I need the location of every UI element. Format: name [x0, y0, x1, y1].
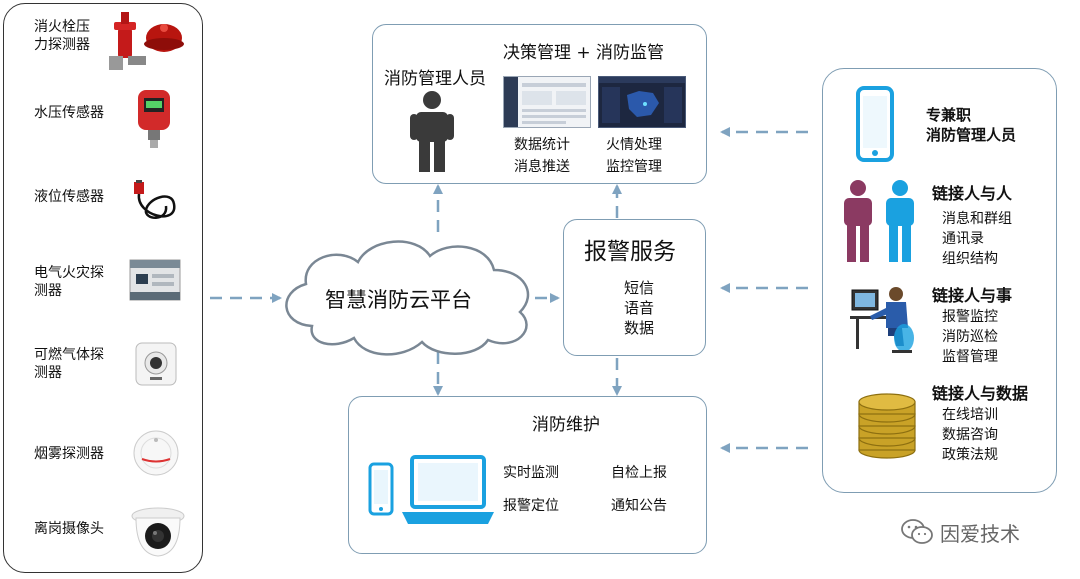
level-sensor-icon	[134, 180, 176, 219]
maintenance-item-realtime: 实时监测	[503, 465, 559, 481]
group-people-item-1: 消息和群组	[942, 211, 1012, 227]
maintenance-item-locate: 报警定位	[503, 498, 559, 514]
management-item-statistics: 数据统计	[514, 137, 570, 153]
device-label-gas: 可燃气体探测器	[34, 347, 104, 381]
management-item-fire-handling: 火情处理	[606, 137, 662, 153]
watermark-text: 因爱技术	[940, 522, 1020, 546]
management-item-push: 消息推送	[514, 159, 570, 175]
group-title-data: 链接人与数据	[932, 384, 1029, 403]
manager-label: 消防管理人员	[384, 69, 486, 89]
device-label-smoke: 烟雾探测器	[34, 446, 104, 462]
device-label-electrical-fire: 电气火灾探测器	[34, 265, 104, 299]
dome-camera-icon	[131, 507, 185, 557]
electrical-fire-detector-icon	[129, 259, 181, 301]
group-matters-item-2: 消防巡检	[942, 329, 998, 345]
management-item-monitoring: 监控管理	[606, 159, 662, 175]
staff-label-line2: 消防管理人员	[926, 126, 1017, 144]
hydrant-pressure-sensor-icon	[109, 12, 184, 70]
staff-label-line1: 专兼职	[926, 106, 972, 124]
person-at-computer-icon	[850, 287, 914, 353]
device-label-hydrant: 消火栓压力探测器	[34, 19, 90, 53]
gas-detector-icon	[135, 342, 177, 386]
maintenance-title: 消防维护	[532, 415, 600, 435]
maintenance-item-selfcheck: 自检上报	[611, 465, 667, 481]
smoke-detector-icon	[133, 430, 179, 476]
group-people-item-2: 通讯录	[942, 231, 984, 247]
group-data-item-1: 在线培训	[942, 407, 998, 423]
statistics-screenshot-thumb	[503, 76, 591, 128]
alarm-item-data: 数据	[624, 319, 655, 337]
group-matters-item-1: 报警监控	[942, 309, 998, 325]
group-data-item-3: 政策法规	[942, 447, 998, 463]
coin-stack-icon	[858, 393, 916, 459]
group-title-people: 链接人与人	[932, 184, 1013, 203]
water-pressure-sensor-icon	[138, 90, 170, 148]
alarm-service-box	[563, 219, 706, 356]
management-title: 决策管理 + 消防监管	[503, 43, 665, 63]
device-label-water-pressure: 水压传感器	[34, 105, 104, 121]
group-matters-item-3: 监督管理	[942, 349, 998, 365]
monitoring-screenshot-thumb	[598, 76, 686, 128]
laptop-icon	[402, 455, 494, 524]
group-data-item-2: 数据咨询	[942, 427, 998, 443]
cloud-platform-label: 智慧消防云平台	[325, 288, 472, 312]
alarm-service-title: 报警服务	[584, 239, 676, 265]
wechat-icon	[901, 519, 933, 544]
device-label-camera: 离岗摄像头	[34, 521, 104, 537]
device-label-level: 液位传感器	[34, 189, 104, 205]
maintenance-item-notice: 通知公告	[611, 498, 667, 514]
alarm-item-sms: 短信	[624, 279, 655, 297]
phone-icon-small	[368, 462, 394, 516]
two-people-icon	[844, 180, 914, 262]
group-title-matters: 链接人与事	[932, 286, 1013, 305]
manager-person-icon	[410, 91, 454, 172]
group-people-item-3: 组织结构	[942, 251, 998, 267]
alarm-item-voice: 语音	[624, 299, 655, 317]
smartphone-icon	[856, 86, 894, 162]
cloud-shape	[285, 240, 530, 356]
maintenance-box	[348, 396, 707, 554]
